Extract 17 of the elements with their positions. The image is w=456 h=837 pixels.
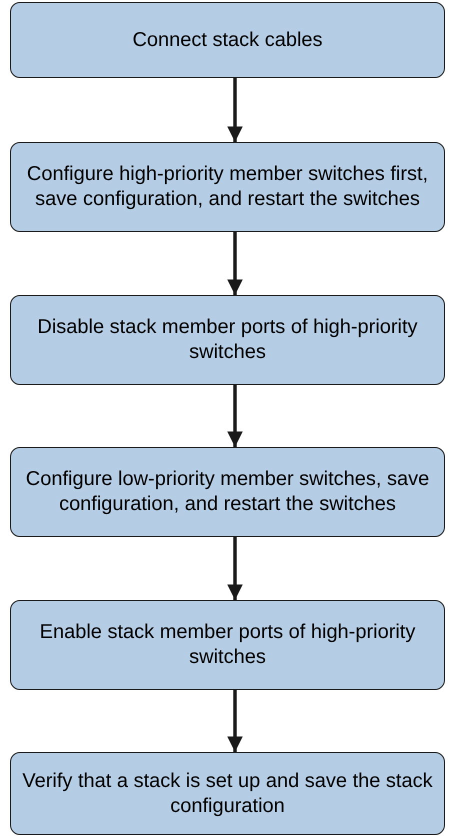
step-text: Verify that a stack is set up and save the stack configuration	[21, 768, 434, 818]
process-box	[10, 600, 445, 690]
process-box	[10, 2, 445, 78]
step-text: Enable stack member ports of high-priority switches	[38, 620, 416, 670]
arrow	[227, 385, 243, 447]
process-box	[10, 752, 445, 835]
step-text: Disable stack member ports of high-priority switches	[36, 315, 419, 365]
step-text: Configure high-priority member switches first, save configuration, and restart the switches	[26, 162, 430, 212]
process-box	[10, 295, 445, 385]
step-text: Connect stack cables	[132, 28, 323, 52]
arrow	[227, 78, 243, 142]
step-text: Configure low-priority member switches, save configuration, and restart the switches	[24, 467, 430, 517]
process-box	[10, 447, 445, 537]
arrow	[227, 537, 243, 600]
arrow	[227, 690, 243, 752]
arrow	[227, 232, 243, 295]
process-box	[10, 142, 445, 232]
